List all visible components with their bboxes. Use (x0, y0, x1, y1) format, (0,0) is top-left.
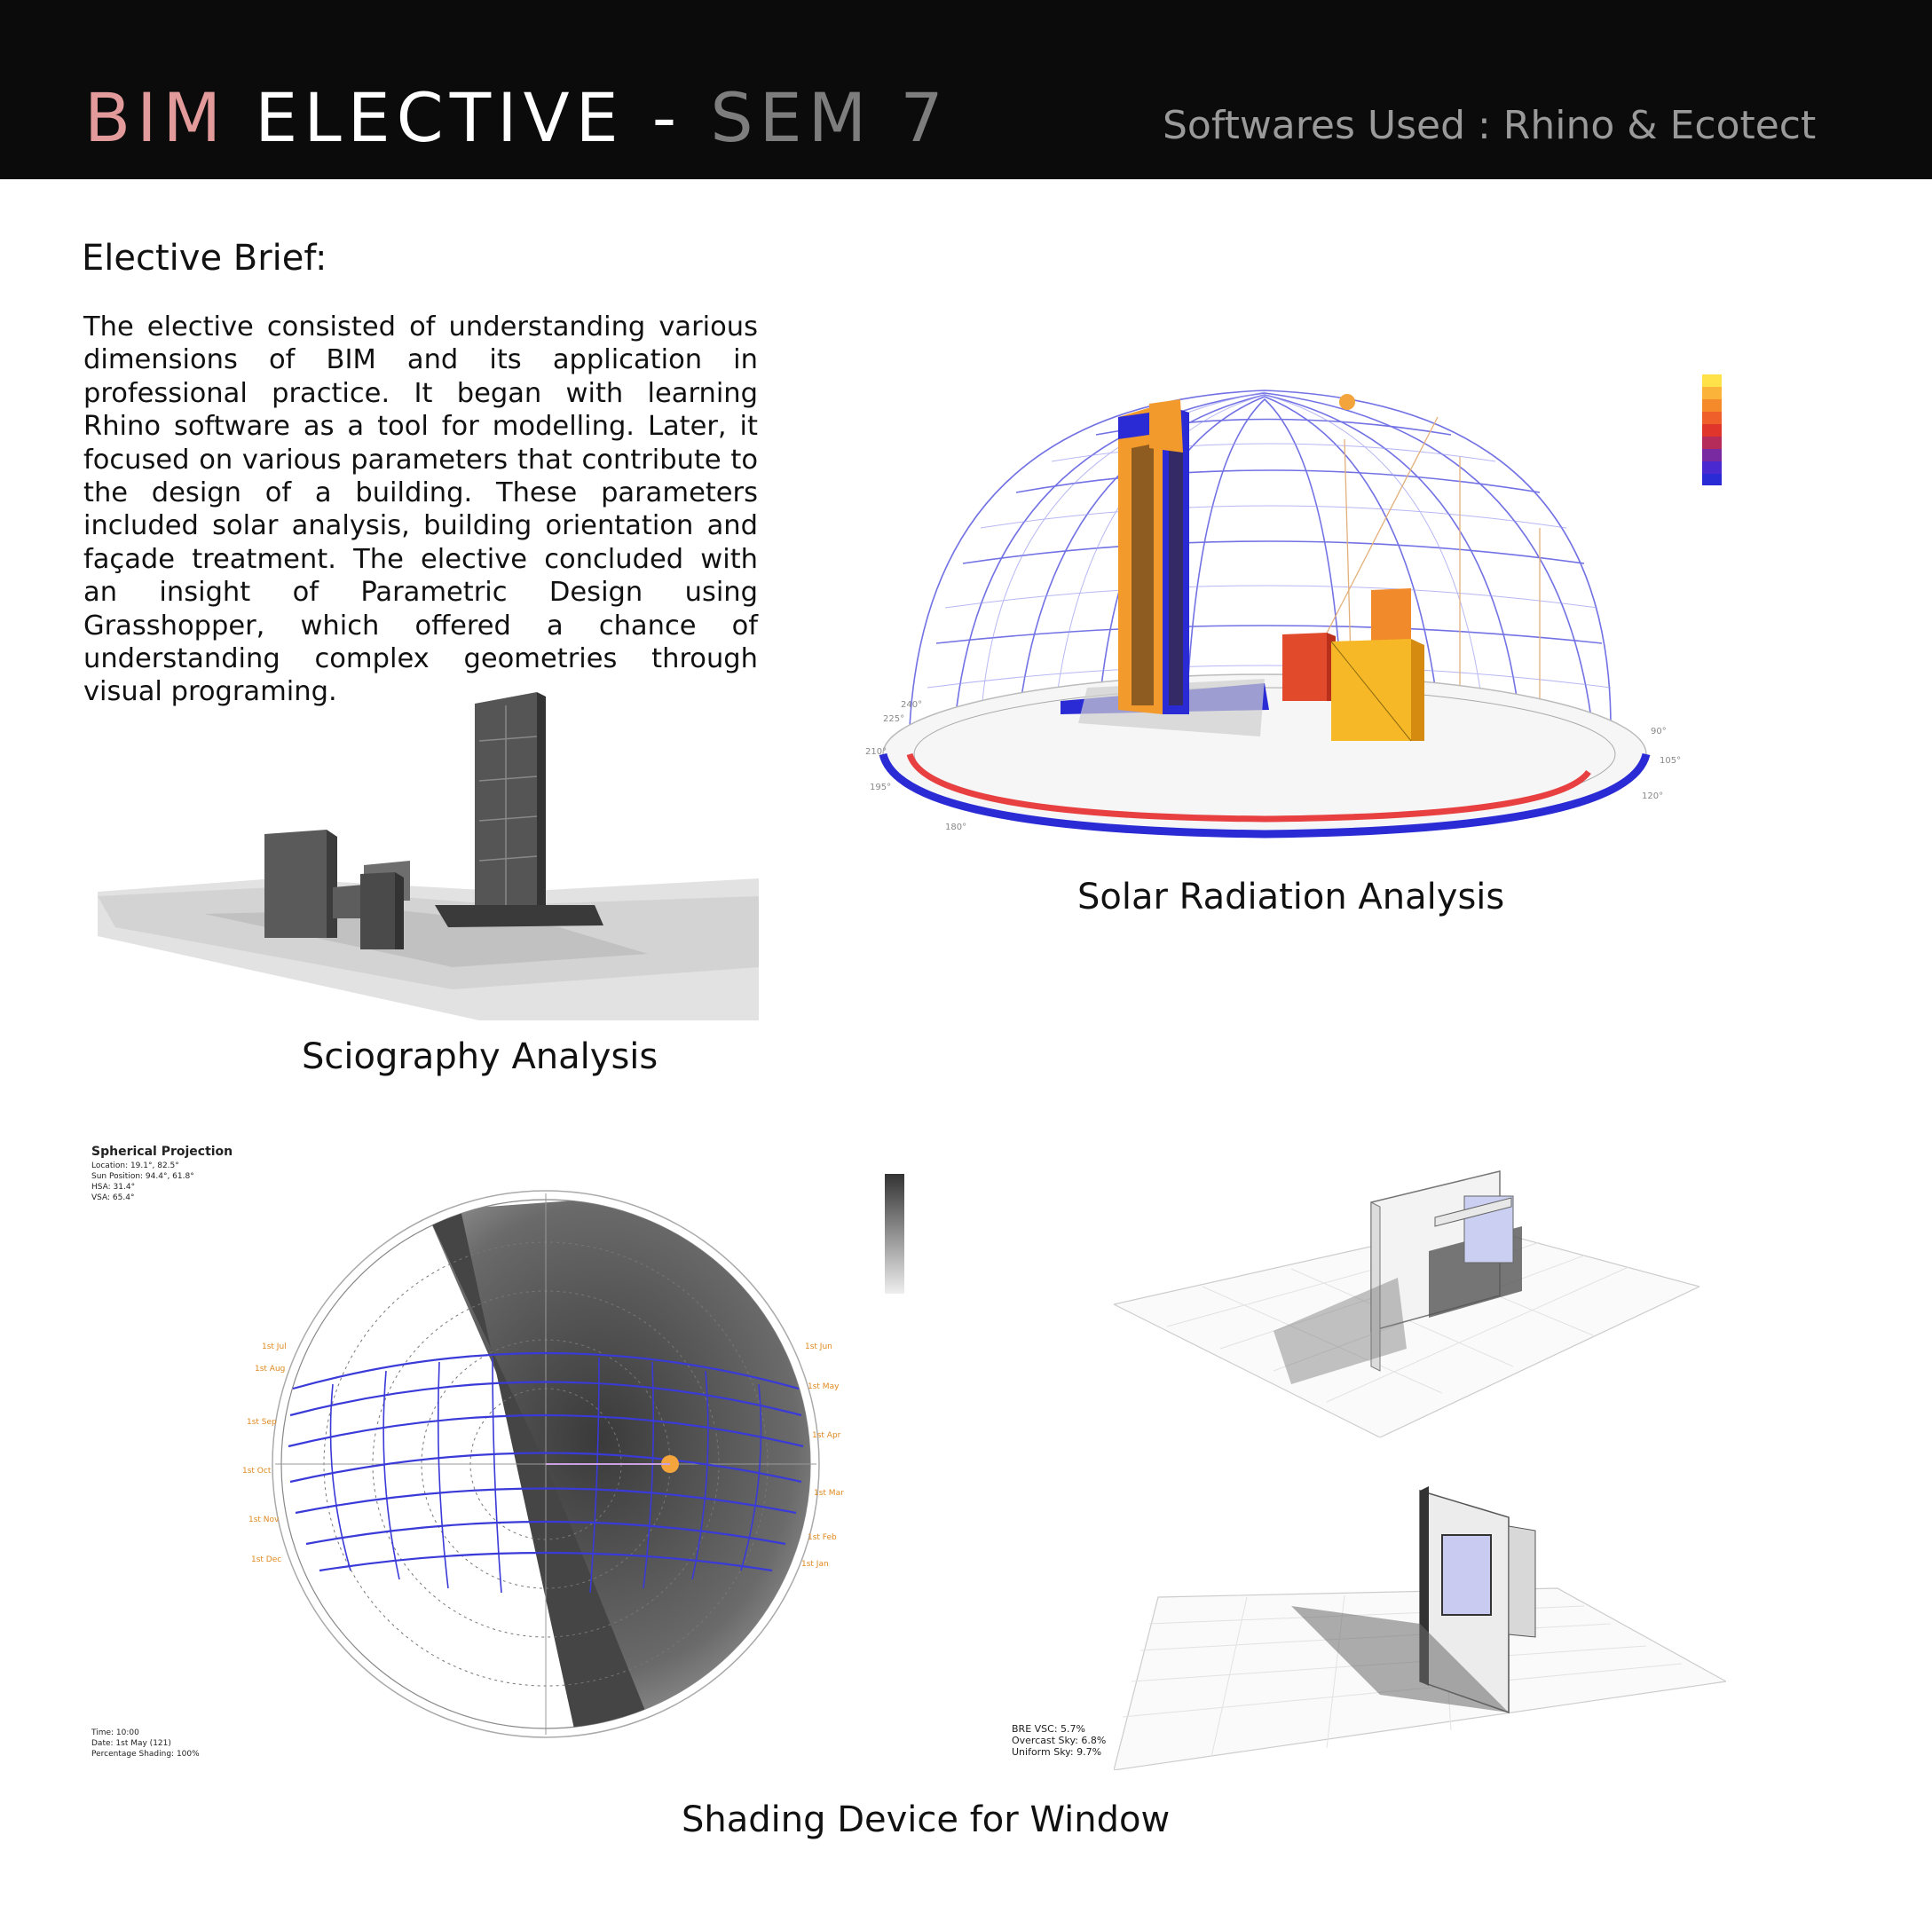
readout-vsc: BRE VSC: 5.7% (1012, 1723, 1085, 1735)
svg-text:195°: 195° (870, 783, 891, 792)
spherical-hsa: HSA: 31.4° (91, 1183, 135, 1192)
caption-shading-device: Shading Device for Window (682, 1799, 1171, 1840)
window-shading-image-top (1114, 1153, 1699, 1437)
svg-text:1st Jun: 1st Jun (805, 1342, 832, 1351)
readout-uniform: Uniform Sky: 9.7% (1012, 1746, 1102, 1758)
svg-text:120°: 120° (1642, 791, 1663, 801)
window-readout: BRE VSC: 5.7% Overcast Sky: 6.8% Uniform… (1012, 1723, 1106, 1758)
svg-text:1st Oct: 1st Oct (242, 1467, 272, 1476)
spherical-shading: Percentage Shading: 100% (91, 1750, 200, 1759)
svg-text:210°: 210° (865, 747, 887, 757)
svg-text:1st Dec: 1st Dec (251, 1555, 281, 1564)
svg-text:1st Nov: 1st Nov (248, 1516, 280, 1524)
svg-text:1st Feb: 1st Feb (808, 1533, 837, 1542)
svg-text:105°: 105° (1660, 756, 1681, 766)
page-title: BIM ELECTIVE - SEM 7 (84, 78, 950, 157)
svg-text:90°: 90° (1651, 727, 1667, 736)
svg-text:1st Jan: 1st Jan (801, 1560, 829, 1569)
svg-text:1st Apr: 1st Apr (812, 1431, 841, 1440)
spherical-location: Location: 19.1°, 82.5° (91, 1161, 179, 1170)
spherical-vsa: VSA: 65.4° (91, 1193, 134, 1202)
spherical-date: Date: 1st May (121) (91, 1739, 171, 1748)
svg-text:1st Mar: 1st Mar (814, 1489, 844, 1498)
spherical-projection-image: Spherical Projection Location: 19.1°, 82… (84, 1140, 919, 1775)
brief-text: The elective consisted of understanding … (83, 311, 758, 708)
window-shading-image-bottom (1114, 1482, 1726, 1770)
title-elective: ELECTIVE (255, 78, 625, 157)
caption-solar-radiation: Solar Radiation Analysis (1077, 877, 1505, 917)
svg-text:1st Sep: 1st Sep (247, 1418, 277, 1427)
title-sem: SEM 7 (710, 78, 950, 157)
spherical-sun-position: Sun Position: 94.4°, 61.8° (91, 1172, 194, 1181)
caption-sciography: Sciography Analysis (302, 1036, 658, 1077)
svg-text:1st Aug: 1st Aug (255, 1365, 285, 1374)
brief-heading: Elective Brief: (82, 238, 327, 279)
spherical-title: Spherical Projection (91, 1145, 233, 1159)
svg-text:240°: 240° (901, 700, 922, 710)
spherical-time: Time: 10:00 (91, 1728, 139, 1737)
title-bim: BIM (84, 78, 228, 157)
title-dash: - (651, 78, 683, 157)
svg-text:1st May: 1st May (808, 1382, 840, 1391)
softwares-used: Softwares Used : Rhino & Ecotect (1163, 103, 1817, 148)
header-bar: BIM ELECTIVE - SEM 7 Softwares Used : Rh… (0, 0, 1932, 179)
svg-text:225°: 225° (883, 714, 904, 724)
solar-radiation-image: 210°195° 180°165° 90°105°120° 225°240° (848, 350, 1762, 856)
sciography-image (98, 688, 759, 1020)
svg-text:180°: 180° (945, 823, 966, 832)
readout-overcast: Overcast Sky: 6.8% (1012, 1735, 1107, 1746)
svg-text:1st Jul: 1st Jul (262, 1342, 287, 1351)
